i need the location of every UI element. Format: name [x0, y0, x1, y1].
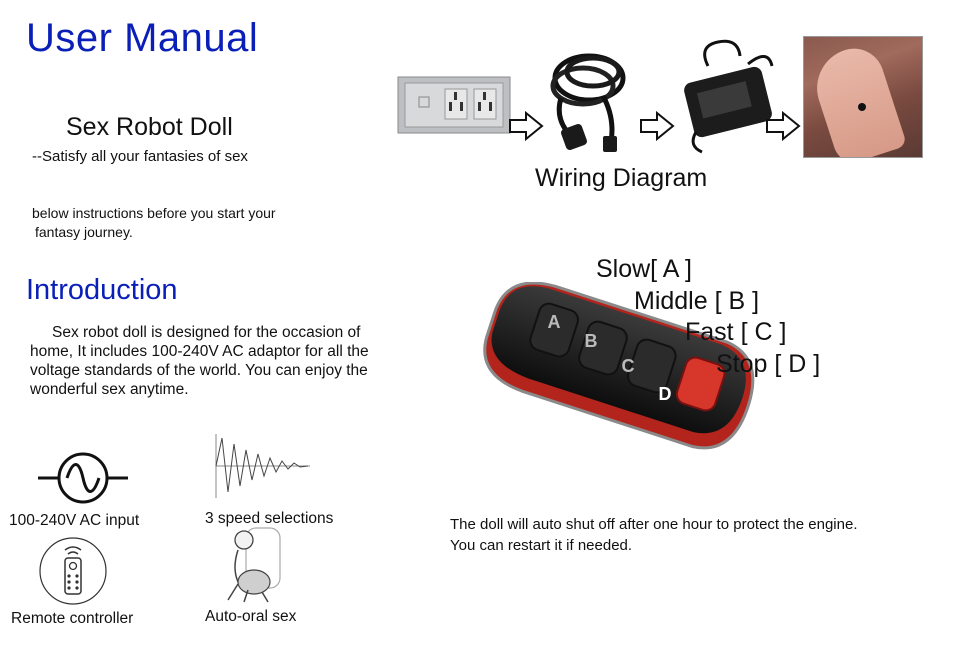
shutoff-line-1: The doll will auto shut off after one ho… [450, 516, 858, 533]
shutoff-line-2: You can restart it if needed. [450, 537, 633, 554]
instruction-text: below instructions before you start your… [32, 204, 332, 242]
introduction-body: Sex robot doll is designed for the occas… [30, 324, 369, 398]
ac-sine-wave-icon [38, 452, 128, 504]
button-b-letter: B [584, 331, 598, 351]
auto-oral-feature: Auto-oral sex [200, 524, 360, 634]
damped-wave-icon [215, 434, 310, 498]
wiring-diagram-label: Wiring Diagram [535, 164, 708, 192]
button-label-stop: Stop [ D ] [716, 350, 821, 378]
speed-selections-label: 3 speed selections [205, 510, 334, 527]
remote-control-image [483, 281, 755, 450]
doll-port-photo [803, 36, 923, 158]
button-c-letter: C [621, 356, 635, 376]
speed-selections-feature: 3 speed selections [200, 432, 360, 532]
port-hole [858, 103, 866, 111]
wiring-diagram [395, 36, 935, 166]
ac-input-label: 100-240V AC input [9, 512, 140, 529]
remote-button-b[interactable]: B [576, 326, 606, 356]
auto-shutoff-note: The doll will auto shut off after one ho… [450, 514, 857, 556]
auto-oral-label: Auto-oral sex [205, 608, 297, 625]
remote-controller-feature: Remote controller [6, 534, 176, 634]
introduction-heading: Introduction [26, 274, 178, 306]
arrow-right-icon [640, 111, 675, 141]
button-label-slow: Slow[ A ] [596, 255, 692, 283]
ac-input-feature: 100-240V AC input [6, 448, 166, 538]
remote-controller-label: Remote controller [11, 610, 134, 627]
skin-shape [806, 40, 908, 157]
button-a-letter: A [547, 312, 561, 332]
remote-button-d[interactable]: D [650, 379, 680, 409]
figure-icon [227, 527, 281, 603]
button-label-middle: Middle [ B ] [634, 287, 760, 315]
power-cord-icon [550, 53, 626, 152]
product-name: Sex Robot Doll [66, 113, 233, 141]
arrow-right-icon [766, 111, 801, 141]
tagline: --Satisfy all your fantasies of sex [32, 148, 248, 165]
arrow-right-icon [509, 111, 544, 141]
page-title: User Manual [26, 16, 259, 60]
instruction-line-1: below instructions before you start your [32, 205, 276, 221]
button-label-fast: Fast [ C ] [685, 318, 787, 346]
ac-adaptor-icon [684, 39, 774, 154]
remote-button-a[interactable]: A [539, 307, 569, 337]
remote-button-c[interactable]: C [613, 351, 643, 381]
remote-control: A B C D [462, 281, 762, 462]
wall-socket-icon [397, 76, 511, 134]
remote-controller-icon [39, 537, 107, 605]
button-d-letter: D [658, 384, 672, 404]
instruction-line-2: fantasy journey. [35, 224, 133, 240]
